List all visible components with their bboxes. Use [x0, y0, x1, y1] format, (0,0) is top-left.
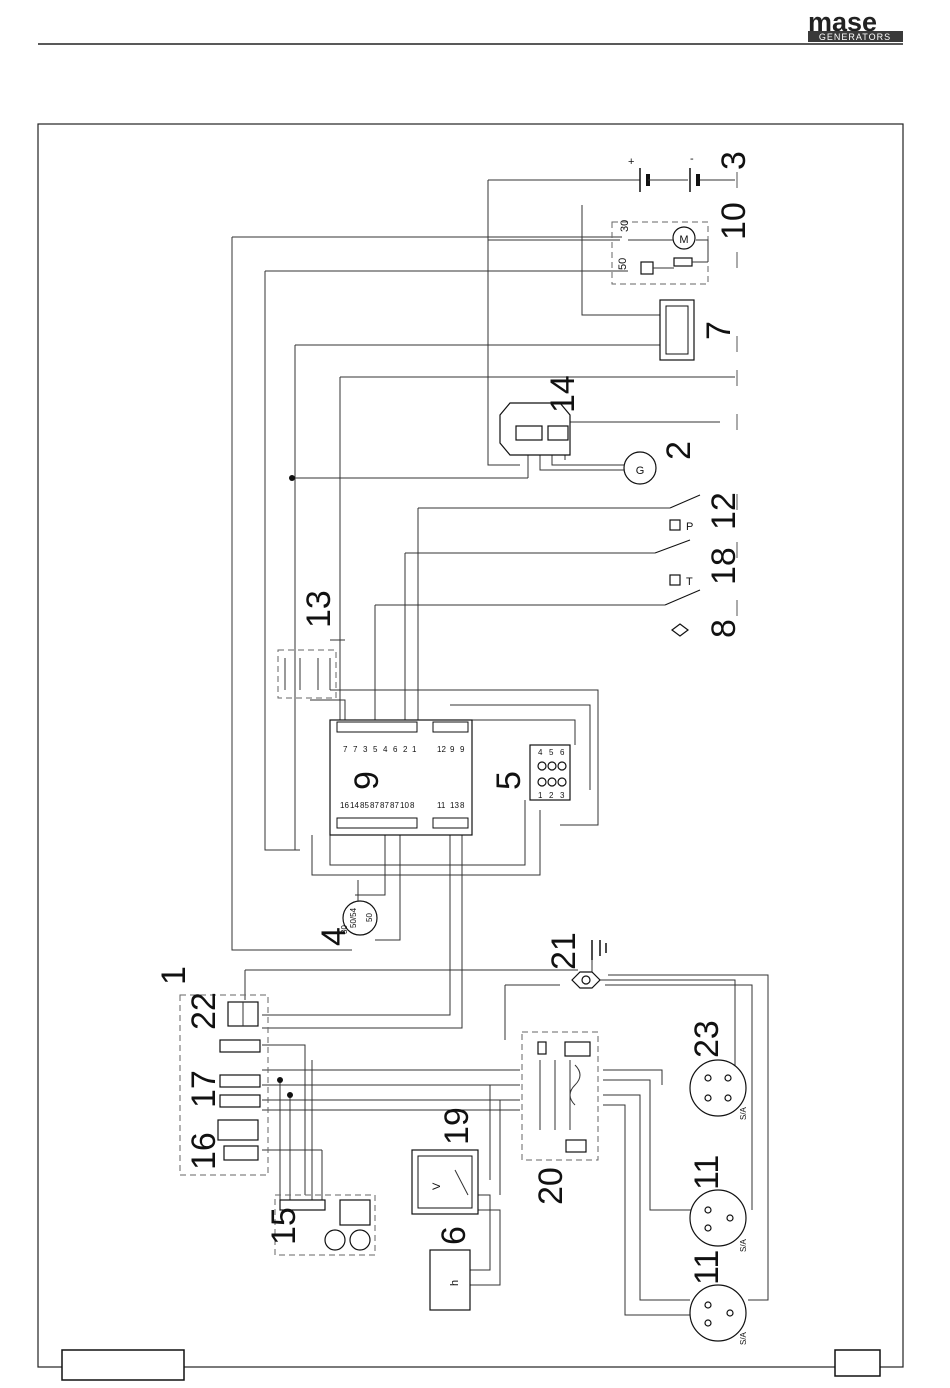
rbl-4: 87: [380, 801, 389, 810]
rbl-3: 87: [370, 801, 379, 810]
rl-5: 6: [393, 745, 398, 754]
pressure-switch-12: P: [670, 495, 700, 533]
label-14: 14: [544, 375, 582, 413]
motor-letter: M: [679, 234, 688, 246]
hour-letter: h: [449, 1280, 461, 1286]
sa-11b: S/A: [739, 1331, 748, 1345]
rl-7: 1: [412, 745, 417, 754]
t5-3: 1: [538, 791, 543, 800]
rrt-0: 12: [437, 745, 446, 754]
label-11b: 11: [688, 1250, 726, 1285]
t5-0: 4: [538, 748, 543, 757]
label-15: 15: [265, 1207, 303, 1245]
t-letter: T: [686, 576, 693, 588]
t5-4: 2: [549, 791, 554, 800]
rbl-0: 16: [340, 801, 349, 810]
label-13: 13: [300, 590, 338, 628]
t5-5: 3: [560, 791, 565, 800]
label-20: 20: [532, 1167, 570, 1205]
rl-3: 5: [373, 745, 378, 754]
label-7: 7: [700, 321, 738, 340]
gen-letter: G: [636, 465, 645, 477]
rl-1: 7: [353, 745, 358, 754]
rl-4: 4: [383, 745, 388, 754]
rl-0: 7: [343, 745, 348, 754]
rbl-7: 8: [410, 801, 415, 810]
rrt-2: 9: [460, 745, 465, 754]
label-21: 21: [545, 932, 583, 970]
temp-switch-18: T: [655, 540, 693, 588]
rl-6: 2: [403, 745, 408, 754]
key-5054: 50/54: [349, 907, 358, 928]
battery-minus: -: [690, 153, 694, 165]
terminal-block-5: 4 5 6 1 2 3: [530, 745, 570, 800]
label-16: 16: [185, 1132, 223, 1170]
label-12: 12: [705, 492, 743, 530]
title-box-right: [835, 1350, 880, 1376]
socket-11a: S/A: [690, 1190, 748, 1252]
rbl-5: 87: [390, 801, 399, 810]
label-10: 10: [715, 202, 753, 240]
battery-3: + -: [628, 153, 698, 192]
junction-dots: [277, 475, 295, 1098]
rbl-1: 14: [350, 801, 359, 810]
starter-10: M 30 50: [612, 220, 708, 284]
rbr-0: 11: [437, 801, 446, 810]
label-4: 4: [315, 927, 353, 946]
volt-letter: V: [431, 1182, 443, 1190]
generator-2: G: [624, 452, 656, 484]
label-22: 22: [185, 992, 223, 1030]
rbr-1: 13: [450, 801, 459, 810]
label-6: 6: [435, 1226, 473, 1245]
label-8: 8: [705, 619, 743, 638]
label-18: 18: [705, 547, 743, 585]
t5-1: 5: [549, 748, 554, 757]
term-50: 50: [617, 258, 629, 270]
logo-sub: GENERATORS: [819, 32, 891, 42]
label-1: 1: [155, 966, 193, 985]
label-2: 2: [660, 441, 698, 460]
voltmeter-19: V: [412, 1150, 478, 1214]
rl-2: 3: [363, 745, 368, 754]
label-5: 5: [490, 771, 528, 790]
title-box-left: [62, 1350, 184, 1380]
label-19: 19: [438, 1107, 476, 1145]
rbl-2: 85: [360, 801, 369, 810]
label-3: 3: [715, 151, 753, 170]
rbr-2: 8: [460, 801, 465, 810]
socket-11b: S/A: [690, 1285, 748, 1345]
breaker-20: [522, 1032, 598, 1160]
term-30: 30: [619, 220, 631, 232]
solenoid-7: [660, 300, 694, 360]
sa-11a: S/A: [739, 1238, 748, 1252]
battery-plus: +: [628, 156, 634, 168]
label-23: 23: [688, 1020, 726, 1058]
sa-23: S/A: [739, 1106, 748, 1120]
level-switch-8: [665, 590, 700, 636]
label-11a: 11: [688, 1155, 726, 1190]
rrt-1: 9: [450, 745, 455, 754]
key-50: 50: [365, 913, 374, 922]
relay-13: [278, 650, 336, 698]
p-letter: P: [686, 521, 693, 533]
rbl-6: 10: [400, 801, 409, 810]
label-9: 9: [348, 771, 386, 790]
socket-23: S/A: [690, 1060, 748, 1120]
hourmeter-6: h: [430, 1250, 470, 1310]
t5-2: 6: [560, 748, 565, 757]
label-17: 17: [185, 1070, 223, 1108]
